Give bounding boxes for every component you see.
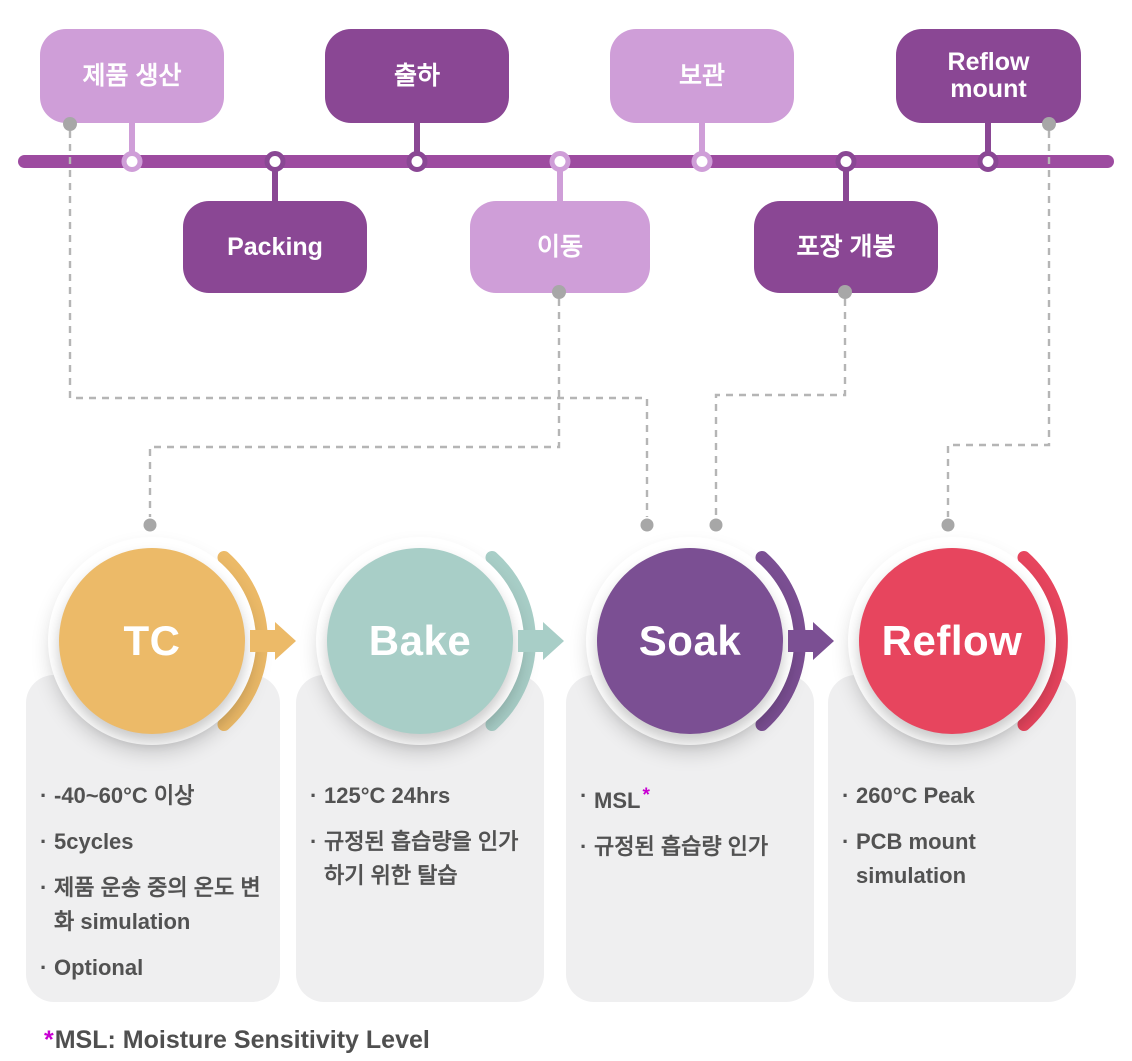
bullet-dot: · <box>40 875 48 900</box>
box-label: 제품 생산 <box>82 61 182 90</box>
box-shipment: 출하 <box>325 29 509 123</box>
box-package-open: 포장 개봉 <box>754 201 938 293</box>
box-reflow-mount: Reflow mount <box>896 29 1081 123</box>
bullet-item: ·MSL* <box>580 779 801 818</box>
bullet-item: ·규정된 흡습량 인가 <box>580 830 801 864</box>
box-packing: Packing <box>183 201 367 293</box>
bullet-item: ·260°C Peak <box>842 779 1063 813</box>
bullet-item: ·Optional <box>40 951 267 985</box>
bullet-dot: · <box>40 783 48 808</box>
msl-asterisk: * <box>642 785 650 806</box>
arrow-soak-to-reflow <box>788 622 834 660</box>
reflow-circle: Reflow <box>859 548 1045 734</box>
soak-label: Soak <box>638 617 742 664</box>
tc-bullet-list: ·-40~60°C 이상 ·5cycles ·제품 운송 중의 온도 변화 si… <box>40 779 267 985</box>
bake-circle: Bake <box>327 548 513 734</box>
box-product-manufacture: 제품 생산 <box>40 29 224 123</box>
bullet-item: ·-40~60°C 이상 <box>40 779 267 813</box>
box-label: 보관 <box>678 61 725 90</box>
bullet-item: ·규정된 흡습량을 인가하기 위한 탈습 <box>310 825 531 893</box>
bullet-dot: · <box>580 834 588 859</box>
reflow-arc <box>1017 551 1068 731</box>
connector-unpack-to-soak <box>714 299 847 517</box>
bullet-dot: · <box>580 783 588 808</box>
box-storage: 보관 <box>610 29 794 123</box>
timeline-node-move <box>549 151 571 172</box>
bullet-item: ·125°C 24hrs <box>310 779 531 813</box>
timeline-node-ship <box>406 151 428 172</box>
bullet-item: ·5cycles <box>40 825 267 859</box>
timeline-bar <box>18 155 1114 168</box>
bullet-dot: · <box>40 829 48 854</box>
soak-bullet-list: ·MSL* ·규정된 흡습량 인가 <box>580 779 801 864</box>
bullet-item: ·PCB mount simulation <box>842 825 1063 893</box>
bullet-dot: · <box>40 955 48 980</box>
footnote-text: MSL: Moisture Sensitivity Level <box>54 1026 430 1054</box>
arrow-tc-to-bake <box>250 622 296 660</box>
bake-bullet-list: ·125°C 24hrs ·규정된 흡습량을 인가하기 위한 탈습 <box>310 779 531 893</box>
box-label: 포장 개봉 <box>796 232 896 261</box>
reflow-label: Reflow <box>881 617 1023 664</box>
box-label: Packing <box>227 232 323 261</box>
timeline-node-packing <box>264 151 286 172</box>
timeline-node-product <box>121 151 143 172</box>
tc-label: TC <box>123 617 181 664</box>
box-transport: 이동 <box>470 201 650 293</box>
bullet-item: ·제품 운송 중의 온도 변화 simulation <box>40 871 267 939</box>
tc-circle: TC <box>59 548 245 734</box>
bullet-dot: · <box>310 829 318 854</box>
connector-transport-to-tc <box>148 299 561 517</box>
footnote-asterisk: * <box>44 1026 54 1054</box>
reflow-bullet-list: ·260°C Peak ·PCB mount simulation <box>842 779 1063 893</box>
bullet-dot: · <box>842 783 850 808</box>
bullet-dot: · <box>842 829 850 854</box>
footnote: *MSL: Moisture Sensitivity Level <box>44 1026 430 1055</box>
box-label: 이동 <box>536 232 583 261</box>
box-label: 출하 <box>393 61 440 90</box>
timeline-node-reflow-mount <box>977 151 999 172</box>
arrow-bake-to-soak <box>518 622 564 660</box>
bake-label: Bake <box>368 617 472 664</box>
box-label: Reflow mount <box>947 48 1030 103</box>
timeline-node-storage <box>691 151 713 172</box>
bullet-dot: · <box>310 783 318 808</box>
connector-reflowmount-to-reflow <box>946 131 1051 517</box>
timeline-node-unpack <box>835 151 857 172</box>
connector-product-to-soak <box>68 131 649 517</box>
soak-circle: Soak <box>597 548 783 734</box>
